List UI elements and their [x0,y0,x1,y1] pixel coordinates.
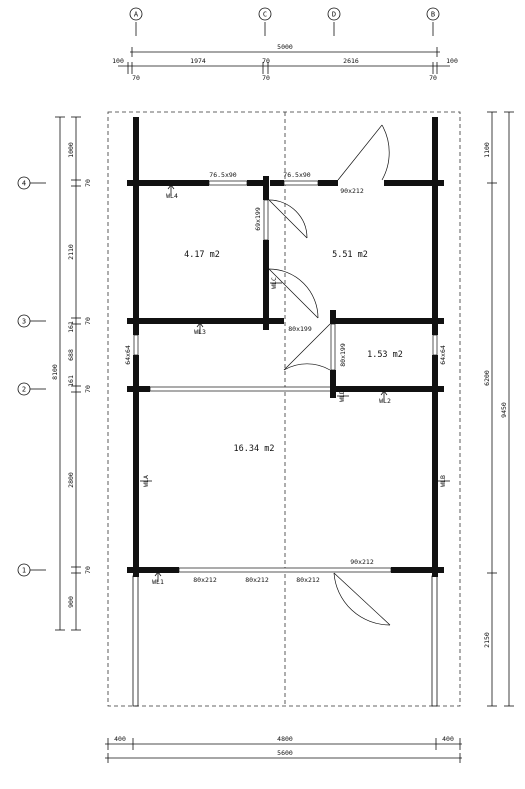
dim-top-sub-3: 70 [429,74,437,82]
room-area-2: 5.51 m2 [332,250,368,260]
room-area-1: 4.17 m2 [184,250,220,260]
dim-left-seg-5: 70 [84,317,92,325]
dim-top-overall: 5000 [277,43,293,51]
opening-label-1: 76.5x90 [209,171,236,179]
dim-left-seg-11: 900 [67,596,75,608]
wall-tag-label-wl1: WL1 [152,578,164,586]
left-dimensions: 8100 1000 70 2110 161 70 688 161 70 2800… [51,116,92,631]
grid-label-3: 3 [22,318,26,326]
outer-outline [107,111,461,707]
wall-tag-label-wla: WLA [142,475,150,487]
grid-label-b: B [431,11,435,19]
opening-label-10: 80x212 [245,576,269,584]
dim-top-seg-3: 70 [262,57,270,65]
opening-label-6: 80x199 [339,343,347,367]
dim-right-seg-1: 1100 [483,142,491,158]
dim-left-seg-7: 161 [67,375,75,387]
grid-columns: A C D B [129,7,440,36]
wall-tag-label-wld: WLD [338,390,346,402]
dim-right-mid: 6200 [483,370,491,386]
room-area-4: 16.34 m2 [234,444,275,454]
opening-label-3: 90x212 [340,187,364,195]
right-dimensions: 1100 6200 2150 9450 [483,111,514,707]
wall-tag-label-wlc: WLC [270,277,278,289]
wall-tag-label-wl2: WL2 [379,397,391,405]
grid-bubble-a [129,7,143,21]
grid-bubble-b [426,7,440,21]
opening-label-11: 80x212 [296,576,320,584]
dim-left-overall: 8100 [51,364,59,380]
dim-left-seg-1: 1000 [67,142,75,158]
dim-bottom-seg-1: 400 [114,735,126,743]
dim-left-seg-6: 688 [67,349,75,361]
grid-label-a: A [134,11,139,19]
wall-tag-wla: WLA [140,475,152,487]
walls [127,117,444,577]
grid-label-2: 2 [22,386,26,394]
dim-top-seg-5: 100 [446,57,458,65]
dim-bottom-overall: 5600 [277,749,293,757]
wall-tag-label-wlb: WLB [439,475,447,487]
top-dimensions: 5000 100 1974 70 2616 100 70 70 70 [112,43,458,82]
opening-label-8: 64x64 [439,345,447,365]
grid-label-d: D [332,11,336,19]
wall-tag-wl1: WL1 [152,571,164,586]
opening-label-4: 69x199 [254,207,262,231]
wall-tag-wl4: WL4 [166,184,178,200]
dim-top-seg-4: 2616 [343,57,359,65]
dim-right-overall: 9450 [500,402,508,418]
opening-label-7: 64x64 [124,345,132,365]
room-area-3: 1.53 m2 [367,350,403,360]
grid-bubble-c [258,7,272,21]
doors [268,124,391,626]
opening-label-9: 80x212 [193,576,217,584]
opening-label-2: 76.5x90 [283,171,310,179]
wall-tag-wlc: WLC [270,277,282,289]
opening-label-12: 90x212 [350,558,374,566]
dim-left-seg-2: 70 [84,179,92,187]
grid-rows: 4 3 2 1 [17,176,46,577]
dim-bottom-seg-3: 400 [442,735,454,743]
dim-left-seg-4: 161 [67,321,75,333]
opening-label-5: 80x199 [288,325,312,333]
dim-bottom-seg-2: 4800 [277,735,293,743]
grid-bubble-d [327,7,341,21]
dim-top-sub-1: 70 [132,74,140,82]
dim-left-seg-3: 2110 [67,244,75,260]
grid-label-c: C [263,11,267,19]
dim-left-seg-10: 70 [84,566,92,574]
dim-top-seg-2: 1974 [190,57,206,65]
dim-left-seg-8: 70 [84,385,92,393]
wall-tag-wl2: WL2 [379,390,391,405]
bottom-dimensions: 400 4800 400 5600 [105,735,462,763]
dim-top-sub-2: 70 [262,74,270,82]
wall-tag-wld: WLD [337,390,349,402]
wall-tag-label-wl3: WL3 [194,328,206,336]
grid-label-1: 1 [22,567,26,575]
wall-tag-wl3: WL3 [194,322,206,336]
dim-top-seg-1: 100 [112,57,124,65]
dim-right-seg-2: 2150 [483,632,491,648]
grid-label-4: 4 [22,180,26,188]
dim-left-seg-9: 2800 [67,472,75,488]
wall-tag-wlb: WLB [438,475,450,487]
wall-tag-label-wl4: WL4 [166,192,178,200]
